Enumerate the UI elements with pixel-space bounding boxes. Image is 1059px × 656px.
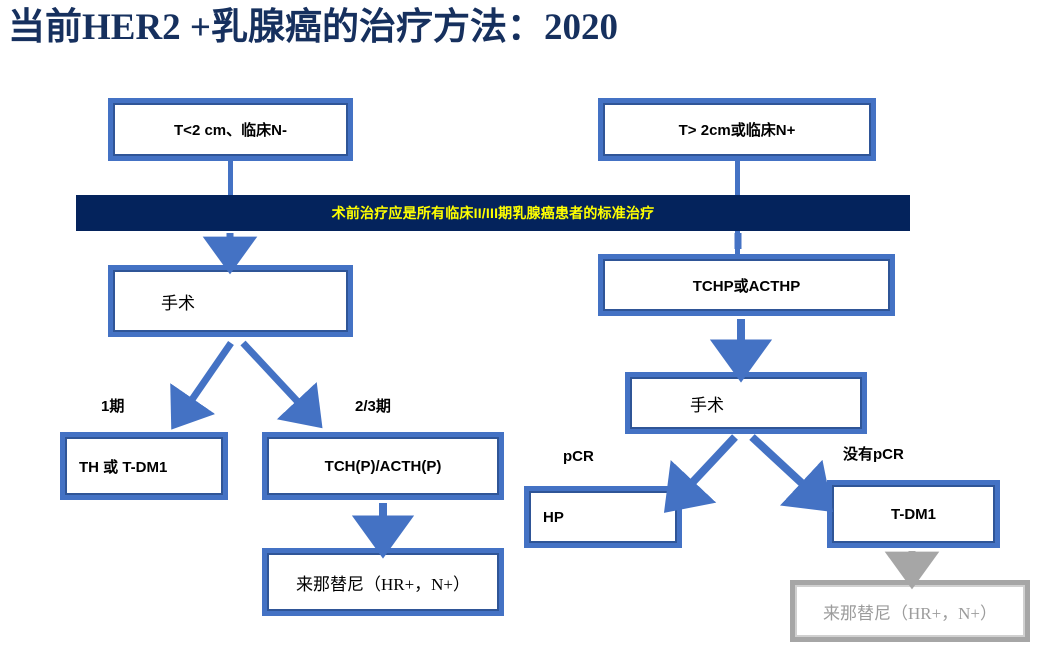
box-right-neratinib-disabled[interactable]: 来那替尼（HR+，N+） bbox=[790, 580, 1030, 642]
box-left-entry-criteria-label: T<2 cm、临床N- bbox=[113, 103, 348, 156]
banner-preoperative-standard: 术前治疗应是所有临床II/III期乳腺癌患者的标准治疗 bbox=[76, 195, 910, 231]
box-right-chemotherapy[interactable]: TCHP或ACTHP bbox=[598, 254, 895, 316]
box-stage23-treatment-label: TCH(P)/ACTH(P) bbox=[267, 437, 499, 495]
arrow-surgery-to-stage1 bbox=[170, 341, 234, 430]
banner-text: 术前治疗应是所有临床II/III期乳腺癌患者的标准治疗 bbox=[331, 205, 655, 221]
label-no-pcr: 没有pCR bbox=[843, 446, 904, 463]
box-stage23-treatment[interactable]: TCH(P)/ACTH(P) bbox=[262, 432, 504, 500]
box-right-surgery-label: 手术 bbox=[630, 377, 862, 429]
connector-left-entry-to-banner bbox=[228, 161, 233, 197]
box-pcr-treatment-label: HP bbox=[529, 491, 677, 543]
box-left-neratinib[interactable]: 来那替尼（HR+，N+） bbox=[262, 548, 504, 616]
box-left-surgery[interactable]: 手术 bbox=[108, 265, 353, 337]
box-left-surgery-label: 手术 bbox=[113, 270, 348, 332]
label-stage-2-3: 2/3期 bbox=[355, 398, 391, 415]
label-pcr: pCR bbox=[563, 448, 594, 465]
box-right-surgery[interactable]: 手术 bbox=[625, 372, 867, 434]
arrow-right-surgery-to-pcr bbox=[663, 434, 738, 513]
box-no-pcr-treatment-label: T-DM1 bbox=[832, 485, 995, 543]
connector-right-entry-to-banner bbox=[735, 161, 740, 197]
box-pcr-treatment[interactable]: HP bbox=[524, 486, 682, 548]
arrow-surgery-to-stage23 bbox=[240, 340, 323, 429]
box-right-chemotherapy-label: TCHP或ACTHP bbox=[603, 259, 890, 311]
box-stage1-treatment-label: TH 或 T-DM1 bbox=[65, 437, 223, 495]
box-right-entry-criteria[interactable]: T> 2cm或临床N+ bbox=[598, 98, 876, 161]
box-no-pcr-treatment[interactable]: T-DM1 bbox=[827, 480, 1000, 548]
box-right-neratinib-disabled-label: 来那替尼（HR+，N+） bbox=[795, 585, 1025, 637]
box-left-neratinib-label: 来那替尼（HR+，N+） bbox=[267, 553, 499, 611]
box-right-entry-criteria-label: T> 2cm或临床N+ bbox=[603, 103, 871, 156]
box-left-entry-criteria[interactable]: T<2 cm、临床N- bbox=[108, 98, 353, 161]
page-title: 当前HER2 +乳腺癌的治疗方法：2020 bbox=[8, 7, 619, 48]
box-stage1-treatment[interactable]: TH 或 T-DM1 bbox=[60, 432, 228, 500]
arrow-right-surgery-to-no-pcr bbox=[749, 434, 833, 512]
label-stage-1: 1期 bbox=[101, 398, 125, 415]
